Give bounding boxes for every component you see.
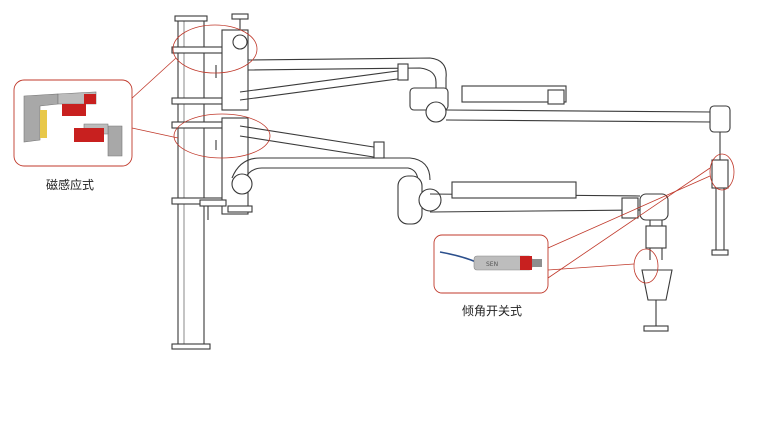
sensor-text: SEN	[486, 261, 498, 268]
magnetic-sensor-callout	[13, 24, 271, 167]
tilt-switch-callout: SEN	[433, 153, 735, 294]
lower-arm	[171, 117, 673, 332]
magnetic-sensor-label: 磁感应式	[46, 178, 95, 192]
vertical-column	[171, 15, 211, 350]
tilt-switch-label: 倾角开关式	[462, 304, 523, 318]
column-fittings	[199, 65, 227, 220]
